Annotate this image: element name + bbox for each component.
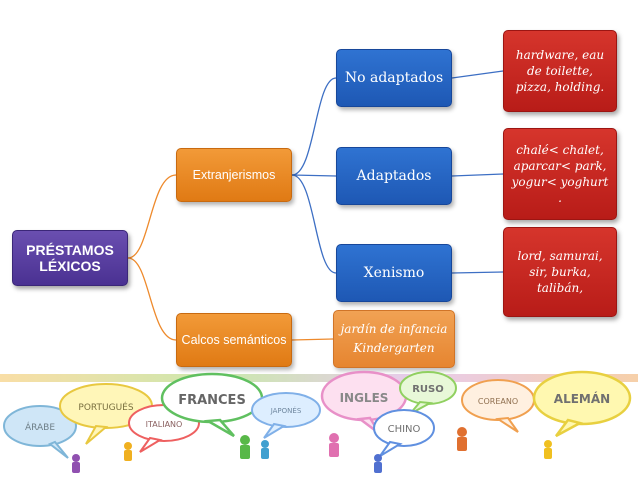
- node-xenismo-examples: lord, samurai, sir, burka, talibán,: [503, 227, 617, 317]
- node-extranjerismos: Extranjerismos: [176, 148, 292, 202]
- node-label: chalé< chalet, aparcar< park, yogur< yog…: [511, 143, 609, 205]
- bubble-label: ÁRABE: [25, 421, 55, 433]
- bubble-japones: JAPONÉS: [251, 392, 321, 439]
- person-icon: [240, 435, 250, 459]
- node-label: hardware, eau de toilette, pizza, holdin…: [515, 48, 605, 94]
- link-ext-xenismo: [291, 174, 337, 274]
- bubble-ruso: RUSO: [399, 371, 457, 415]
- node-no-adaptados: No adaptados: [336, 49, 452, 107]
- person-icon: [457, 427, 467, 451]
- link-xenismo-examples: [451, 271, 504, 274]
- bubble-label: INGLES: [340, 391, 389, 405]
- node-xenismo: Xenismo: [336, 244, 452, 302]
- link-adaptados-examples: [451, 173, 504, 177]
- bubble-label: JAPONÉS: [270, 406, 302, 415]
- bubble-aleman: ALEMÁN: [532, 370, 632, 438]
- bubble-label: RUSO: [412, 384, 444, 395]
- bubble-coreano: COREANO: [461, 379, 535, 433]
- bubble-label: COREANO: [478, 397, 518, 406]
- node-calcos-examples: jardín de infancia Kindergarten: [333, 310, 455, 368]
- person-icon: [374, 454, 382, 473]
- node-label: lord, samurai, sir, burka, talibán,: [517, 249, 603, 295]
- language-bubbles-illustration: ÁRABE PORTUGUÉS ITALIANO FRANCES JAPONÉS…: [0, 370, 638, 473]
- link-calcos-jardin: [291, 338, 334, 341]
- node-no-adaptados-examples: hardware, eau de toilette, pizza, holdin…: [503, 30, 617, 112]
- link-noadaptados-examples: [451, 70, 504, 79]
- bubble-label: CHINO: [388, 424, 421, 435]
- node-label: PRÉSTAMOS LÉXICOS: [26, 242, 114, 274]
- node-label: Adaptados: [356, 168, 432, 184]
- bubble-label: ITALIANO: [146, 420, 183, 429]
- person-icon: [544, 440, 552, 459]
- bubble-portugues: PORTUGUÉS: [59, 383, 153, 445]
- node-label: No adaptados: [344, 70, 444, 86]
- person-icon: [261, 440, 269, 459]
- node-label: Calcos semánticos: [181, 333, 287, 347]
- person-icon: [72, 454, 80, 473]
- person-icon: [329, 433, 339, 457]
- node-prestamos-lexicos: PRÉSTAMOS LÉXICOS: [12, 230, 128, 286]
- node-label: Xenismo: [363, 265, 425, 281]
- bubble-chino: CHINO: [373, 409, 435, 457]
- bubble-arabe: ÁRABE: [3, 405, 77, 459]
- link-ext-noadaptados: [291, 77, 337, 176]
- bubble-label: ALEMÁN: [554, 391, 610, 406]
- node-calcos-semanticos: Calcos semánticos: [176, 313, 292, 367]
- node-adaptados-examples: chalé< chalet, aparcar< park, yogur< yog…: [503, 128, 617, 220]
- bubble-label: PORTUGUÉS: [78, 401, 133, 413]
- color-stripe: [0, 374, 638, 382]
- bubble-label: FRANCES: [178, 393, 246, 408]
- link-root-calcos: [127, 257, 177, 341]
- link-ext-adaptados: [291, 174, 337, 177]
- node-label: Extranjerismos: [192, 168, 276, 182]
- link-root-extranjerismos: [127, 174, 177, 259]
- bubble-frances: FRANCES: [160, 372, 264, 438]
- person-icon: [124, 442, 132, 461]
- node-adaptados: Adaptados: [336, 147, 452, 205]
- node-label: jardín de infancia Kindergarten: [340, 322, 448, 355]
